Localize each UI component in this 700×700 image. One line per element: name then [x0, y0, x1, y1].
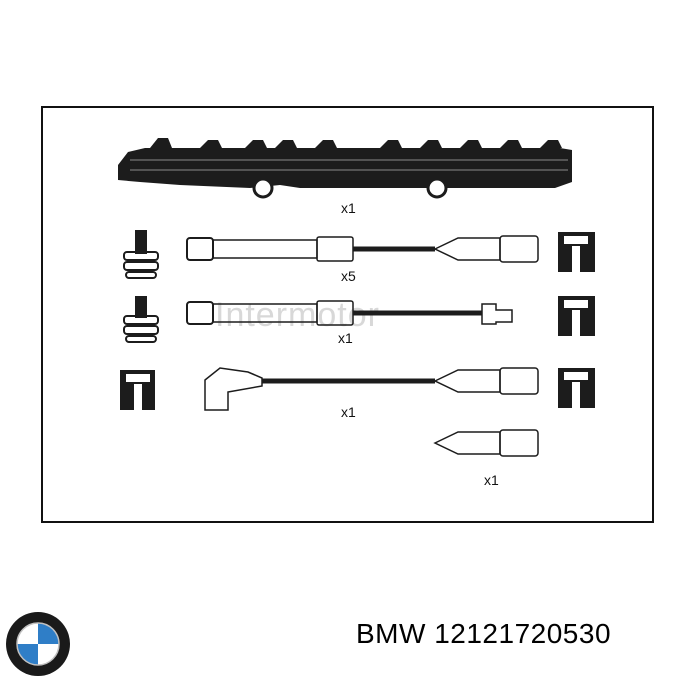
- qty-harness: x1: [341, 200, 356, 216]
- bmw-roundel-icon: [6, 612, 70, 676]
- plug-single: [433, 429, 539, 457]
- qty-cable-set-a: x5: [341, 268, 356, 284]
- qty-cable-angled: x1: [341, 404, 356, 420]
- qty-plug-single: x1: [484, 472, 499, 488]
- part-caption: BMW 12121720530: [356, 618, 611, 650]
- cable-row-1: [123, 230, 595, 279]
- qty-cable-set-b: x1: [338, 330, 353, 346]
- watermark-text: Intermotor: [215, 296, 380, 334]
- part-number: 12121720530: [434, 618, 612, 649]
- cable-row-3: [120, 367, 595, 411]
- brand-name: BMW: [356, 618, 426, 649]
- cable-row-2: [123, 296, 595, 343]
- diagram-frame: [41, 106, 654, 523]
- cable-harness-rail: [118, 138, 572, 199]
